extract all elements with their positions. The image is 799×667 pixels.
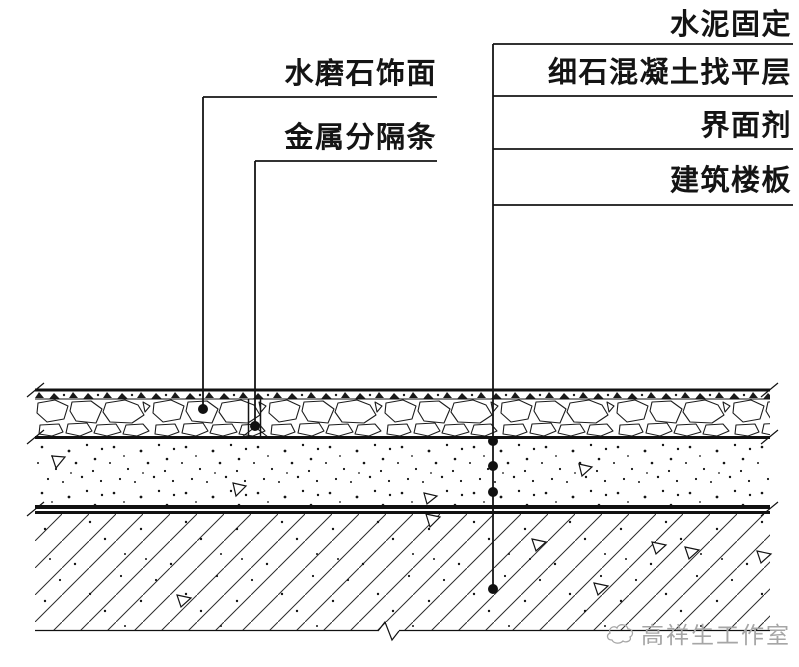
- aggregate-triangles-slab: [176, 513, 773, 609]
- leader-dots: [198, 404, 498, 594]
- watermark-text: 高祥生工作室: [641, 622, 791, 648]
- layer-building-slab: [35, 513, 773, 630]
- leader-lines: [202, 43, 793, 589]
- layer-terrazzo-finish: [35, 399, 770, 437]
- layer-cement-fixing-band: [35, 391, 770, 399]
- aggregate-triangles-concrete: [51, 455, 594, 506]
- break-line-symbol: [377, 620, 400, 642]
- watermark: 高祥生工作室: [605, 616, 791, 650]
- cloud-logo-icon: [606, 624, 634, 644]
- label-fine-stone-concrete-leveling: 细石混凝土找平层: [547, 57, 792, 89]
- label-building-slab: 建筑楼板: [669, 165, 792, 197]
- edge-break-ticks: [26, 382, 779, 517]
- layer-leveling-concrete: [35, 438, 770, 506]
- label-cement-fixing: 水泥固定: [669, 9, 792, 41]
- layer-boundary-lines: [35, 388, 770, 632]
- label-metal-divider-strip: 金属分隔条: [284, 122, 437, 154]
- label-interface-agent: 界面剂: [700, 110, 792, 142]
- label-terrazzo-finish: 水磨石饰面: [284, 58, 437, 90]
